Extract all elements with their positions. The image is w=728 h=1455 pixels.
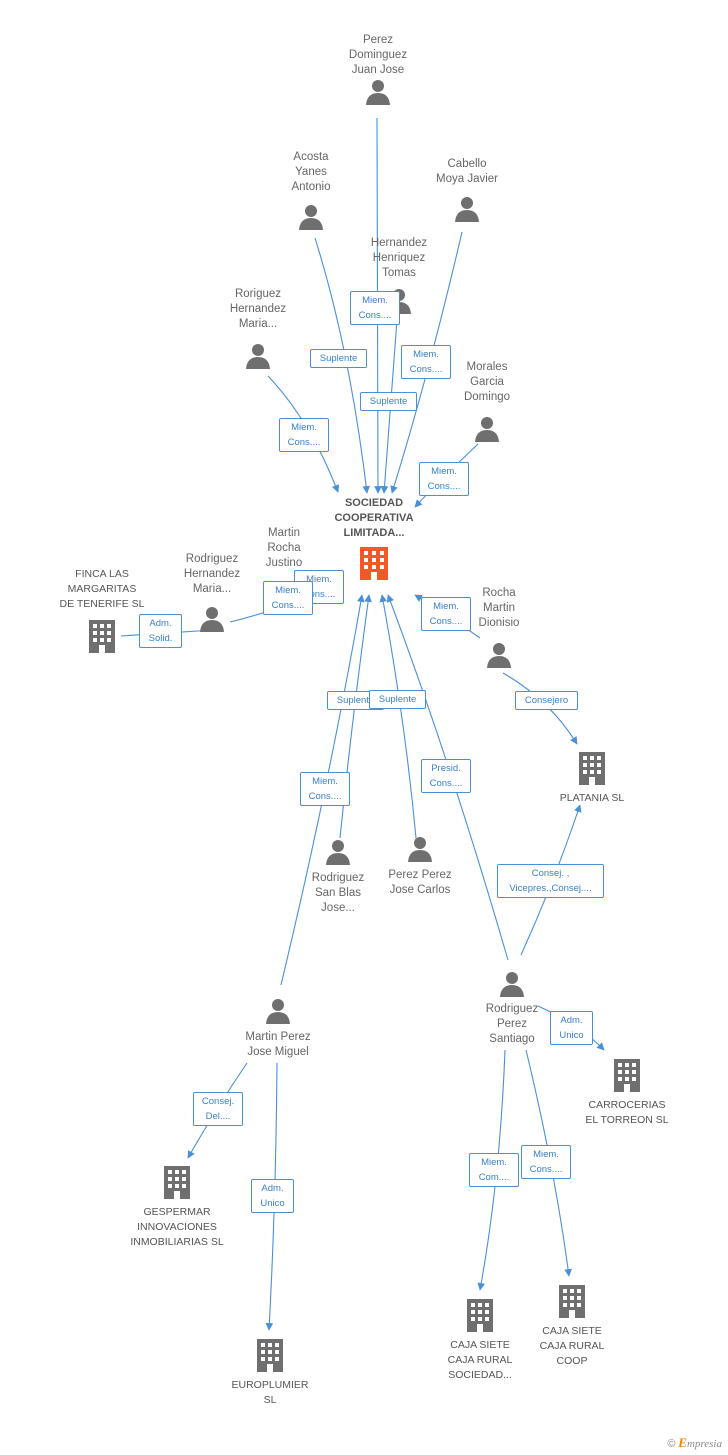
person-node-martin-rocha[interactable]: Martin Rocha Justino — [249, 526, 319, 571]
person-node-acosta[interactable]: Acosta Yanes Antonio — [263, 150, 359, 231]
relation-label-martin-perez-europlumier[interactable]: Adm. Unico — [251, 1179, 294, 1213]
relation-label-acosta[interactable]: Suplente — [310, 349, 367, 368]
person-node-morales[interactable]: Morales Garcia Domingo — [443, 360, 531, 443]
person-node-cabello[interactable]: Cabello Moya Javier — [420, 157, 514, 223]
company-name: PLATANIA SL — [559, 792, 625, 804]
person-icon — [266, 999, 290, 1024]
company-node-platania[interactable]: PLATANIA SL — [542, 750, 642, 806]
relation-label-martin-perez[interactable]: Miem. Cons.... — [300, 772, 350, 806]
relation-label-rocha-martin-platania[interactable]: Consejero — [515, 691, 578, 710]
brand-rest: mpresia — [686, 1438, 722, 1450]
company-name: CARROCERIAS EL TORREON SL — [585, 1099, 669, 1126]
person-name: Martin Rocha Justino — [265, 527, 303, 569]
person-icon — [408, 837, 432, 862]
edge-perez-perez — [379, 594, 417, 839]
person-name: Rodriguez San Blas Jose... — [311, 872, 365, 914]
company-node-caja-siete-sociedad[interactable]: CAJA SIETE CAJA RURAL SOCIEDAD... — [430, 1297, 530, 1383]
person-name: Rocha Martin Dionisio — [478, 587, 520, 629]
building-icon — [579, 752, 605, 785]
relation-label-perez-dominguez[interactable]: Miem. Cons.... — [350, 291, 400, 325]
building-icon — [89, 620, 115, 653]
person-icon — [366, 80, 390, 105]
company-node-gespermar[interactable]: GESPERMAR INNOVACIONES INMOBILIARIAS SL — [122, 1164, 232, 1250]
person-icon — [500, 972, 524, 997]
relation-label-rodriguez-perez-platania[interactable]: Consej. , Vicepres.,Consej.... — [497, 864, 604, 898]
person-name: Perez Perez Jose Carlos — [388, 869, 452, 896]
building-icon — [164, 1166, 190, 1199]
person-name: Perez Dominguez Juan Jose — [348, 34, 408, 76]
company-node-caja-siete-coop[interactable]: CAJA SIETE CAJA RURAL COOP — [522, 1283, 622, 1369]
edge-rodriguez-san-blas — [339, 594, 372, 839]
person-icon — [475, 417, 499, 442]
person-icon — [326, 840, 350, 865]
relation-label-morales[interactable]: Miem. Cons.... — [419, 462, 469, 496]
person-name: Morales Garcia Domingo — [463, 361, 511, 403]
person-node-perez-perez[interactable]: Perez Perez Jose Carlos — [372, 835, 468, 898]
relation-label-finca[interactable]: Adm. Solid. — [139, 614, 182, 648]
person-node-rocha-martin[interactable]: Rocha Martin Dionisio — [456, 586, 542, 669]
company-name: EUROPLUMIER SL — [231, 1379, 309, 1406]
company-name: CAJA SIETE CAJA RURAL COOP — [539, 1325, 605, 1367]
relation-label-martin-perez-gespermar[interactable]: Consej. Del.... — [193, 1092, 243, 1126]
relation-label-rodriguez-perez-center[interactable]: Presid. Cons.... — [421, 759, 471, 793]
building-icon — [257, 1339, 283, 1372]
company-name: FINCA LAS MARGARITAS DE TENERIFE SL — [59, 568, 145, 610]
relation-label-rodriguez-perez-carrocerias[interactable]: Adm. Unico — [550, 1011, 593, 1045]
person-icon — [299, 205, 323, 230]
center-company-name: SOCIEDAD COOPERATIVA LIMITADA... — [334, 497, 414, 539]
person-name: Hernandez Henriquez Tomas — [370, 237, 428, 279]
person-icon — [200, 607, 224, 632]
building-icon — [360, 547, 388, 580]
relation-label-roriguez[interactable]: Miem. Cons.... — [279, 418, 329, 452]
company-name: GESPERMAR INNOVACIONES INMOBILIARIAS SL — [130, 1206, 224, 1248]
company-node-europlumier[interactable]: EUROPLUMIER SL — [220, 1337, 320, 1408]
brand-initial: E — [678, 1435, 687, 1450]
person-node-rodriguez-san-blas[interactable]: Rodriguez San Blas Jose... — [292, 838, 384, 916]
empresia-watermark: © Empresia — [667, 1435, 722, 1451]
building-icon — [467, 1299, 493, 1332]
person-icon — [246, 344, 270, 369]
person-node-roriguez[interactable]: Roriguez Hernandez Maria... — [210, 287, 306, 370]
person-name: Roriguez Hernandez Maria... — [229, 288, 287, 330]
person-name: Martin Perez Jose Miguel — [245, 1031, 311, 1058]
person-name: Acosta Yanes Antonio — [291, 151, 331, 193]
person-node-perez-dominguez[interactable]: Perez Dominguez Juan Jose — [328, 33, 428, 106]
company-name: CAJA SIETE CAJA RURAL SOCIEDAD... — [447, 1339, 513, 1381]
person-name: Rodriguez Perez Santiago — [485, 1003, 539, 1045]
relation-label-perez-perez[interactable]: Suplente — [369, 690, 426, 709]
company-node-carrocerias[interactable]: CARROCERIAS EL TORREON SL — [572, 1057, 682, 1128]
person-icon — [487, 643, 511, 668]
person-node-martin-perez[interactable]: Martin Perez Jose Miguel — [226, 997, 330, 1060]
person-name: Cabello Moya Javier — [436, 158, 498, 185]
center-company-node[interactable]: SOCIEDAD COOPERATIVA LIMITADA... — [314, 496, 434, 581]
building-icon — [614, 1059, 640, 1092]
relation-label-rocha-martin-center[interactable]: Miem. Cons.... — [421, 597, 471, 631]
relation-label-rodriguez-perez-caja-coop[interactable]: Miem. Cons.... — [521, 1145, 571, 1179]
relation-label-rodriguez-hernandez[interactable]: Miem. Cons.... — [263, 581, 313, 615]
person-node-rodriguez-perez[interactable]: Rodriguez Perez Santiago — [466, 970, 558, 1047]
relation-label-cabello[interactable]: Miem. Cons.... — [401, 345, 451, 379]
company-node-finca[interactable]: FINCA LAS MARGARITAS DE TENERIFE SL — [52, 567, 152, 654]
person-node-rodriguez-hernandez[interactable]: Rodriguez Hernandez Maria... — [164, 552, 260, 633]
relation-label-rodriguez-perez-caja-sociedad[interactable]: Miem. Com.... — [469, 1153, 519, 1187]
relation-label-hernandez-henriquez[interactable]: Suplente — [360, 392, 417, 411]
person-icon — [455, 197, 479, 222]
copyright-symbol: © — [667, 1438, 676, 1450]
building-icon — [559, 1285, 585, 1318]
person-name: Rodriguez Hernandez Maria... — [183, 553, 241, 595]
